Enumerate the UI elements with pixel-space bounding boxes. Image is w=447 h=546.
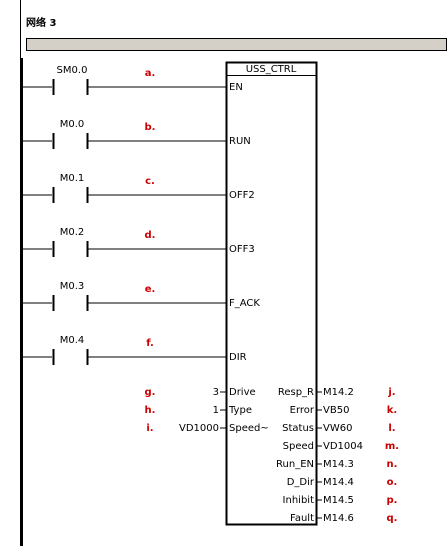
no-contact[interactable] <box>52 241 89 257</box>
contact-address[interactable]: M0.2 <box>60 227 85 238</box>
inputs-layer: g. 3 Drive h. 1 Type i. VD1000 Speed~ <box>145 387 269 434</box>
annotation-label: g. <box>145 387 156 398</box>
pin-label: D_Dir <box>287 477 315 488</box>
contact-address[interactable]: M0.0 <box>60 119 85 130</box>
annotation-label: e. <box>145 284 156 295</box>
annotation-label: j. <box>387 387 395 398</box>
annotation-label: k. <box>387 405 397 416</box>
rung-off2: M0.1 c. OFF2 <box>22 173 255 203</box>
contact-address[interactable]: M0.3 <box>60 281 85 292</box>
input-operand[interactable]: 3 <box>213 387 219 398</box>
contact-address[interactable]: SM0.0 <box>57 65 88 76</box>
outputs-layer: Resp_R M14.2 j. Error VB50 k. Status VW60 l. Spee… <box>276 387 399 524</box>
annotation-label: f. <box>146 338 154 349</box>
annotation-label: a. <box>145 68 156 79</box>
pin-label: Speed <box>283 441 314 452</box>
pin-label: Inhibit <box>283 495 315 506</box>
output-operand[interactable]: M14.6 <box>323 513 354 524</box>
pin-label: Status <box>282 423 314 434</box>
input-operand[interactable]: 1 <box>213 405 219 416</box>
output-operand[interactable]: M14.2 <box>323 387 354 398</box>
annotation-label: p. <box>387 495 398 506</box>
input-drive: g. 3 Drive <box>145 387 256 398</box>
annotation-label: l. <box>388 423 395 434</box>
pin-label: Error <box>290 405 315 416</box>
output-run_en: Run_EN M14.3 n. <box>276 459 397 470</box>
output-inhibit: Inhibit M14.5 p. <box>283 495 398 506</box>
no-contact[interactable] <box>52 349 89 365</box>
contact-address[interactable]: M0.4 <box>60 335 85 346</box>
annotation-label: d. <box>145 230 156 241</box>
annotation-label: n. <box>387 459 398 470</box>
rung-run: M0.0 b. RUN <box>22 119 251 149</box>
uss-ctrl-block[interactable]: USS_CTRL <box>225 61 318 526</box>
contact-address[interactable]: M0.1 <box>60 173 85 184</box>
pin-label: Type <box>228 405 252 416</box>
output-operand[interactable]: M14.5 <box>323 495 354 506</box>
output-fault: Fault M14.6 q. <box>290 513 397 524</box>
annotation-label: b. <box>145 122 156 133</box>
no-contact[interactable] <box>52 187 89 203</box>
output-error: Error VB50 k. <box>290 405 398 416</box>
annotation-label: o. <box>387 477 398 488</box>
no-contact[interactable] <box>52 133 89 149</box>
block-name: USS_CTRL <box>246 64 297 75</box>
input-speed: i. VD1000 Speed~ <box>146 423 268 434</box>
network-comment-bar[interactable] <box>26 38 447 51</box>
pin-en: EN <box>229 82 243 93</box>
rung-off3: M0.2 d. OFF3 <box>22 227 255 257</box>
output-operand[interactable]: M14.4 <box>323 477 354 488</box>
pin-label: Speed~ <box>229 423 269 434</box>
pin-label: Run_EN <box>276 459 314 470</box>
pin-label: Drive <box>229 387 256 398</box>
input-type: h. 1 Type <box>145 405 252 416</box>
pin-label: Resp_R <box>278 387 314 398</box>
annotation-label: h. <box>145 405 156 416</box>
output-operand[interactable]: VB50 <box>323 405 349 416</box>
pin-off3: OFF3 <box>229 244 255 255</box>
output-operand[interactable]: VW60 <box>323 423 352 434</box>
output-resp_r: Resp_R M14.2 j. <box>278 387 396 398</box>
output-operand[interactable]: VD1004 <box>323 441 363 452</box>
pin-label: Fault <box>290 513 314 524</box>
output-d_dir: D_Dir M14.4 o. <box>287 477 398 488</box>
annotation-label: c. <box>145 176 155 187</box>
output-status: Status VW60 l. <box>282 423 395 434</box>
output-operand[interactable]: M14.3 <box>323 459 354 470</box>
rung-en: SM0.0 a. EN <box>22 65 243 95</box>
annotation-label: q. <box>387 513 398 524</box>
pin-dir: DIR <box>229 352 247 363</box>
no-contact[interactable] <box>52 295 89 311</box>
no-contact[interactable] <box>52 79 89 95</box>
output-speed: Speed VD1004 m. <box>283 441 399 452</box>
annotation-label: i. <box>146 423 153 434</box>
pin-off2: OFF2 <box>229 190 255 201</box>
network-title: 网络 3 <box>26 16 56 29</box>
annotation-label: m. <box>385 441 399 452</box>
pin-run: RUN <box>229 136 251 147</box>
rung-f_ack: M0.3 e. F_ACK <box>22 281 260 311</box>
rung-dir: M0.4 f. DIR <box>22 335 247 365</box>
input-operand[interactable]: VD1000 <box>179 423 219 434</box>
pin-f_ack: F_ACK <box>229 298 260 309</box>
